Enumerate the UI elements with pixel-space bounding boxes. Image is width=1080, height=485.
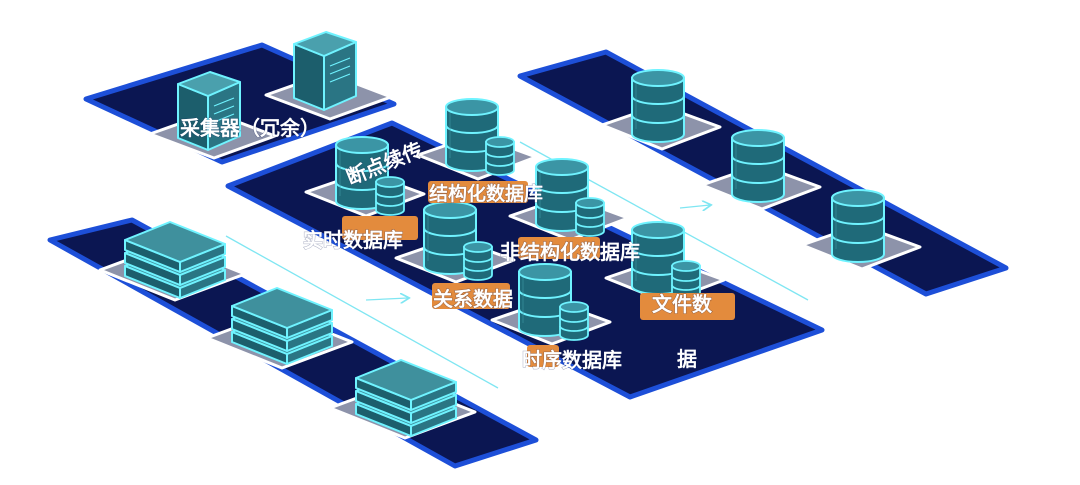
file-data-label-part1: 文件数 <box>652 292 713 316</box>
archive-connector-arrow <box>679 205 710 208</box>
structured-db-tag <box>428 181 528 203</box>
database-icon <box>831 189 885 263</box>
relational-tag <box>432 283 510 309</box>
source-connector-arrow <box>365 298 408 300</box>
database-icon <box>731 129 785 203</box>
realtime-db-tag <box>342 216 418 240</box>
timeseries-db-tag <box>527 345 559 367</box>
unstructured-db-tag <box>518 237 600 259</box>
database-small-icon <box>575 197 605 237</box>
file-data-tag <box>640 293 735 320</box>
collector-label: 采集器（冗余） <box>180 116 320 140</box>
database-small-icon <box>375 176 405 216</box>
source-connector-line <box>225 235 499 389</box>
unstructured-db-label: 非结构化数据库 <box>500 240 640 264</box>
server-icon <box>293 31 357 111</box>
database-small-icon <box>463 241 493 281</box>
database-icon <box>631 69 685 143</box>
file-data-label-part2: 据 <box>677 347 697 371</box>
structured-db-label: 结构化数据库 <box>429 182 543 205</box>
timeseries-db-label: 时序数据库 <box>522 348 622 372</box>
realtime-db-label: 实时数据库 <box>303 228 403 252</box>
database-small-icon <box>485 136 515 176</box>
database-small-icon <box>559 301 589 341</box>
relational-label: 关系数据 <box>433 287 513 311</box>
